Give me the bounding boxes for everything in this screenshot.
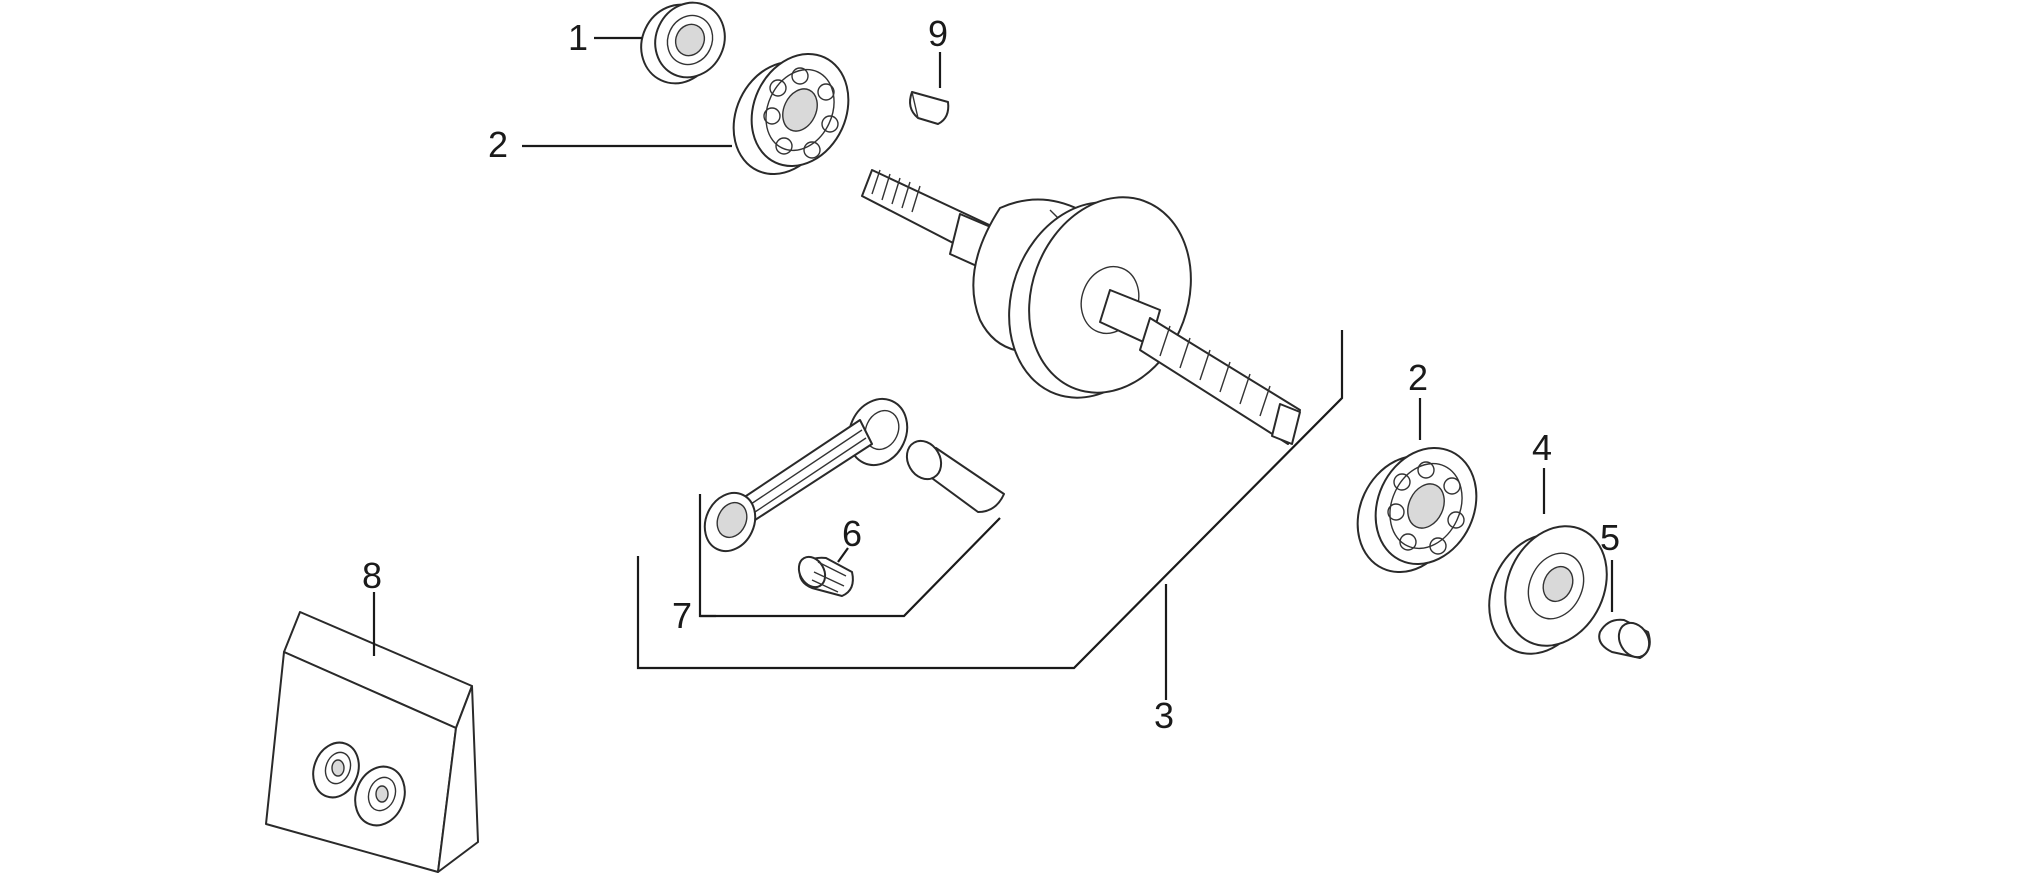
part-9-woodruff-key[interactable] <box>909 91 950 125</box>
part-1-oil-seal[interactable] <box>628 0 736 95</box>
label-6: 6 <box>842 513 862 554</box>
part-2-ball-bearing-right[interactable] <box>1339 431 1495 588</box>
label-7: 7 <box>672 595 692 636</box>
label-2-right: 2 <box>1408 357 1428 398</box>
part-7-connecting-rod[interactable] <box>696 389 918 559</box>
part-6-needle-bearing[interactable] <box>794 552 854 597</box>
crank-pin[interactable] <box>900 435 1005 513</box>
part-labels: 1 2 9 2 4 5 6 7 8 3 <box>362 13 1620 736</box>
label-8: 8 <box>362 555 382 596</box>
part-4-bearing[interactable] <box>1470 510 1625 671</box>
label-5: 5 <box>1600 517 1620 558</box>
label-9: 9 <box>928 13 948 54</box>
part-3-crankshaft[interactable] <box>861 169 1301 445</box>
part-8-bearing-kit[interactable] <box>265 611 479 873</box>
label-4: 4 <box>1532 427 1552 468</box>
label-3: 3 <box>1154 695 1174 736</box>
label-2-left: 2 <box>488 124 508 165</box>
label-1: 1 <box>568 17 588 58</box>
part-2-ball-bearing-left[interactable] <box>716 38 866 190</box>
part-5-dowel-pin[interactable] <box>1598 617 1655 662</box>
leader-lines <box>372 36 1614 700</box>
